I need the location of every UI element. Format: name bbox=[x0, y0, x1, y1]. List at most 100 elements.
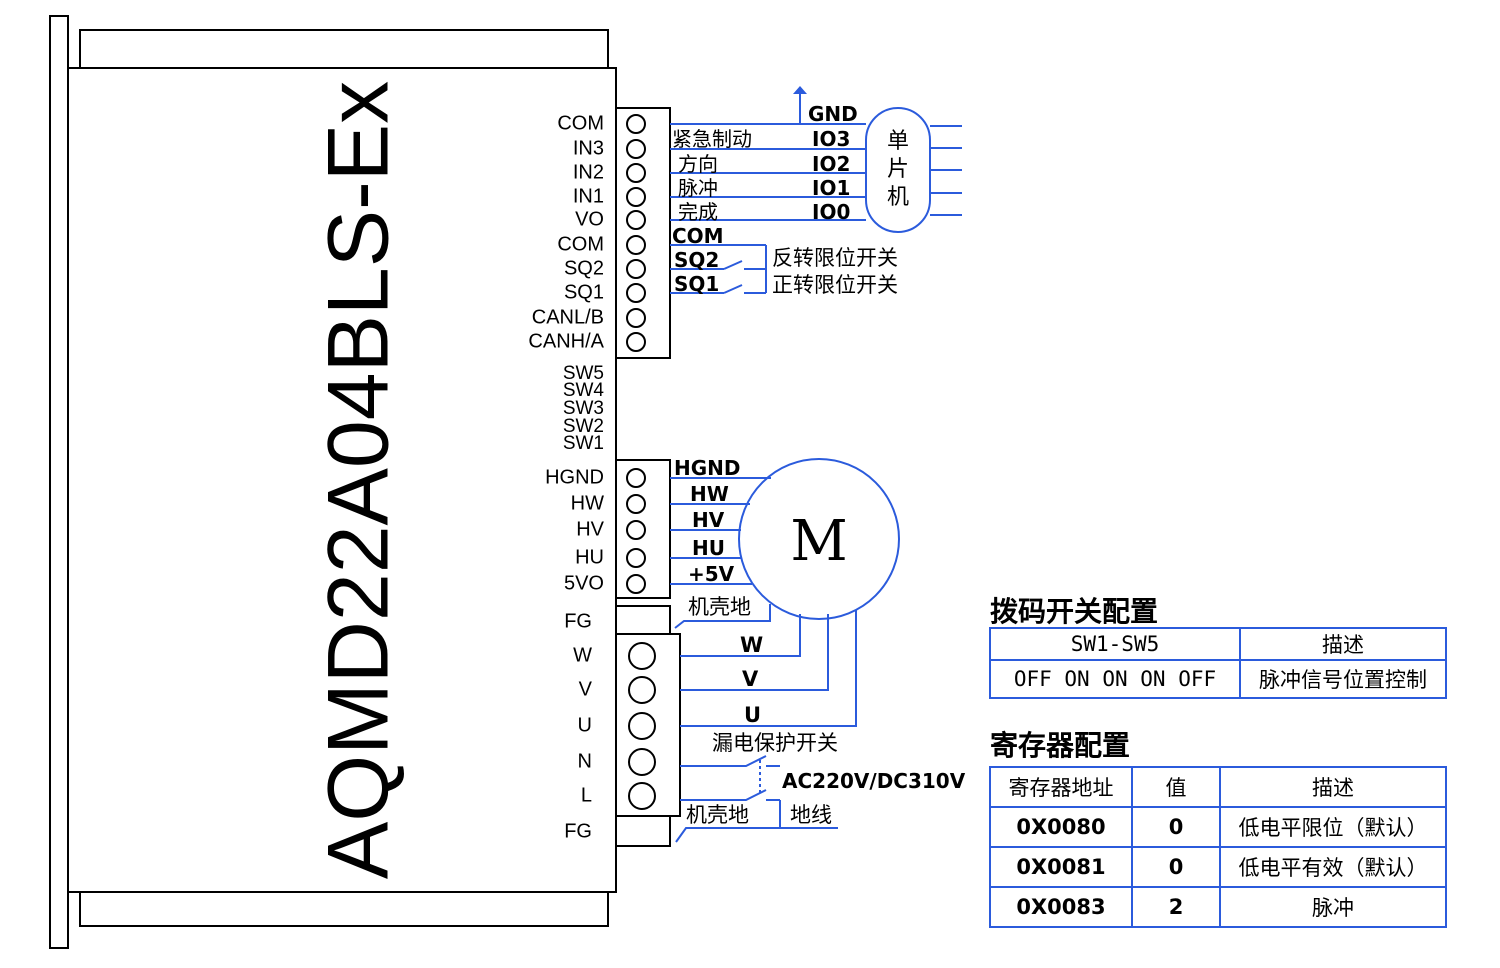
dip-desc: 脉冲信号位置控制 bbox=[1239, 659, 1447, 699]
terminal-screw-icon bbox=[626, 494, 646, 514]
terminal-label: U bbox=[578, 714, 592, 736]
terminal-label: HW bbox=[571, 492, 604, 514]
register-desc: 脉冲 bbox=[1219, 886, 1447, 928]
limit-switch-wiring: COM SQ2 SQ1 反转限位开关 正转限位开关 bbox=[670, 224, 898, 297]
terminal-label: SQ2 bbox=[564, 257, 604, 279]
signal-done: 完成 bbox=[678, 200, 718, 224]
hall-wire-5v: +5V bbox=[688, 562, 735, 586]
terminal-screw-icon bbox=[626, 114, 646, 134]
mcu-label-1: 单 bbox=[887, 129, 909, 154]
motor-label: M bbox=[790, 509, 847, 574]
terminal-screw-icon bbox=[628, 642, 656, 670]
terminal-label: HV bbox=[576, 518, 604, 540]
table-row: SW1-SW5 描述 bbox=[989, 627, 1447, 661]
hall-wire-hv: HV bbox=[692, 508, 725, 532]
dip-header-switches: SW1-SW5 bbox=[989, 627, 1241, 661]
terminal-label: W bbox=[573, 644, 592, 666]
dip-switch-state: OFF ON ON ON OFF bbox=[989, 659, 1241, 699]
register-header-address: 寄存器地址 bbox=[989, 766, 1133, 808]
register-header-desc: 描述 bbox=[1219, 766, 1447, 808]
register-desc: 低电平限位（默认） bbox=[1219, 806, 1447, 848]
terminal-label: N bbox=[578, 750, 592, 772]
motor-case-ground-label: 机壳地 bbox=[688, 595, 751, 619]
signal-pulse: 脉冲 bbox=[678, 176, 718, 200]
terminal-label: IN1 bbox=[573, 185, 604, 207]
limit-wire-sq2: SQ2 bbox=[674, 248, 719, 272]
mcu-wiring: 单 片 机 GND IO3 IO2 IO1 IO0 紧急制动 方向 脉冲 完成 bbox=[670, 86, 962, 233]
power-wiring: 漏电保护开关 AC220V/DC310V 机壳地 地线 bbox=[675, 731, 966, 843]
motor: M HGND HW HV HU +5V 机壳地 W V U bbox=[670, 456, 900, 727]
switch-label: SW1 bbox=[563, 433, 604, 454]
mcu-pin-gnd: GND bbox=[808, 102, 858, 126]
table-row: 寄存器地址 值 描述 bbox=[989, 766, 1447, 808]
terminal-label: L bbox=[581, 784, 592, 806]
terminal-screw-icon bbox=[626, 574, 646, 594]
terminal-label: CANL/B bbox=[532, 306, 604, 328]
table-row: 0X0080 0 低电平限位（默认） bbox=[989, 806, 1447, 848]
terminal-label: HU bbox=[575, 546, 604, 568]
earth-wire-label: 地线 bbox=[790, 803, 832, 827]
terminal-screw-icon bbox=[626, 163, 646, 183]
terminal-label: HGND bbox=[545, 466, 604, 488]
terminal-screw-icon bbox=[626, 235, 646, 255]
phase-wire-u: U bbox=[744, 703, 761, 727]
mcu-pin-io3: IO3 bbox=[812, 127, 850, 151]
motor-circle bbox=[738, 458, 900, 620]
terminal-screw-icon bbox=[626, 308, 646, 328]
signal-direction: 方向 bbox=[678, 152, 718, 176]
terminal-label: VO bbox=[575, 208, 604, 230]
mcu-label-3: 机 bbox=[887, 185, 909, 210]
limit-wire-sq1: SQ1 bbox=[674, 272, 719, 296]
terminal-screw-icon bbox=[628, 782, 656, 810]
ground-arrow-icon bbox=[793, 86, 807, 94]
hall-wire-hw: HW bbox=[690, 482, 729, 506]
breaker-label: 漏电保护开关 bbox=[712, 731, 838, 755]
switch-label: SW2 bbox=[563, 416, 604, 437]
mcu-pin-io0: IO0 bbox=[812, 200, 850, 224]
register-address: 0X0081 bbox=[989, 846, 1133, 888]
reverse-limit-switch-label: 反转限位开关 bbox=[772, 246, 898, 270]
forward-limit-switch-label: 正转限位开关 bbox=[772, 273, 898, 297]
terminal-label: FG bbox=[564, 820, 592, 842]
terminal-screw-icon bbox=[628, 748, 656, 776]
register-address: 0X0083 bbox=[989, 886, 1133, 928]
register-value: 2 bbox=[1131, 886, 1221, 928]
model-label: AQMD22A04BLS-Ex bbox=[311, 81, 407, 879]
hall-wire-hgnd: HGND bbox=[674, 456, 741, 480]
terminal-screw-icon bbox=[626, 139, 646, 159]
register-config-title: 寄存器配置 bbox=[990, 729, 1131, 762]
terminal-label: COM bbox=[557, 233, 604, 255]
terminal-label: V bbox=[579, 678, 593, 700]
terminal-screw-icon bbox=[626, 210, 646, 230]
terminal-label: FG bbox=[564, 610, 592, 632]
register-desc: 低电平有效（默认） bbox=[1219, 846, 1447, 888]
terminal-screw-icon bbox=[626, 332, 646, 352]
terminal-screw-icon bbox=[626, 520, 646, 540]
register-address: 0X0080 bbox=[989, 806, 1133, 848]
switch-label: SW3 bbox=[563, 398, 604, 419]
register-config-table: 寄存器地址 值 描述 0X0080 0 低电平限位（默认） 0X0081 0 低… bbox=[989, 766, 1447, 928]
mcu-pin-io1: IO1 bbox=[812, 176, 850, 200]
phase-wire-w: W bbox=[740, 633, 763, 657]
terminal-label: CANH/A bbox=[528, 330, 604, 352]
table-row: 0X0083 2 脉冲 bbox=[989, 886, 1447, 928]
dip-config-title: 拨码开关配置 bbox=[990, 595, 1159, 628]
signal-emergency-stop: 紧急制动 bbox=[672, 127, 752, 151]
terminal-label: 5VO bbox=[564, 572, 604, 594]
phase-wire-v: V bbox=[742, 667, 759, 691]
register-value: 0 bbox=[1131, 806, 1221, 848]
terminal-screw-icon bbox=[626, 548, 646, 568]
mcu-label-2: 片 bbox=[887, 157, 909, 182]
power-case-ground-label: 机壳地 bbox=[686, 803, 749, 827]
terminal-label: IN3 bbox=[573, 137, 604, 159]
switch-label: SW5 bbox=[563, 363, 604, 384]
mcu-pin-io2: IO2 bbox=[812, 152, 850, 176]
switch-label: SW4 bbox=[563, 380, 605, 401]
terminal-label: COM bbox=[557, 112, 604, 134]
register-value: 0 bbox=[1131, 846, 1221, 888]
terminal-screw-icon bbox=[626, 259, 646, 279]
table-row: 0X0081 0 低电平有效（默认） bbox=[989, 846, 1447, 888]
terminal-label: IN2 bbox=[573, 161, 604, 183]
